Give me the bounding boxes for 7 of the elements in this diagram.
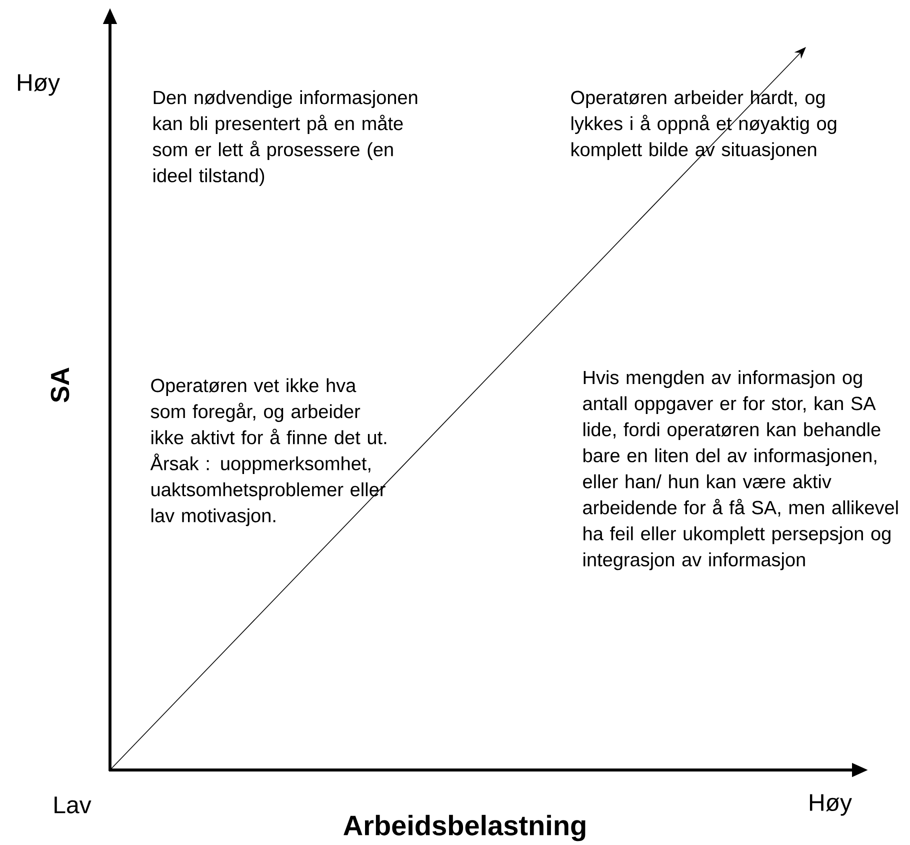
quadrant-text: Den nødvendige informasjonen kan bli presentert på en måte som er lett å prosessere (en ideel tilstand) (152, 90, 418, 186)
axis-level-label: Høy (18, 74, 60, 96)
axis-title: SA (50, 368, 70, 402)
axis-title: Arbeidsbelastning (344, 814, 586, 842)
quadrant-text: Hvis mengden av informasjon og antall oppgaver er for stor, kan SA lide, fordi operatøren kan behandle bare en liten del av informasjonen, eller han/ hun kan være aktiv arbeidende for å få SA, men allikevel ha feil eller ukomplett persepsjon og integrasjon av informasjon (583, 370, 898, 570)
axis-level-label: Høy (810, 794, 852, 816)
axis-level-label: Lav (54, 796, 92, 814)
